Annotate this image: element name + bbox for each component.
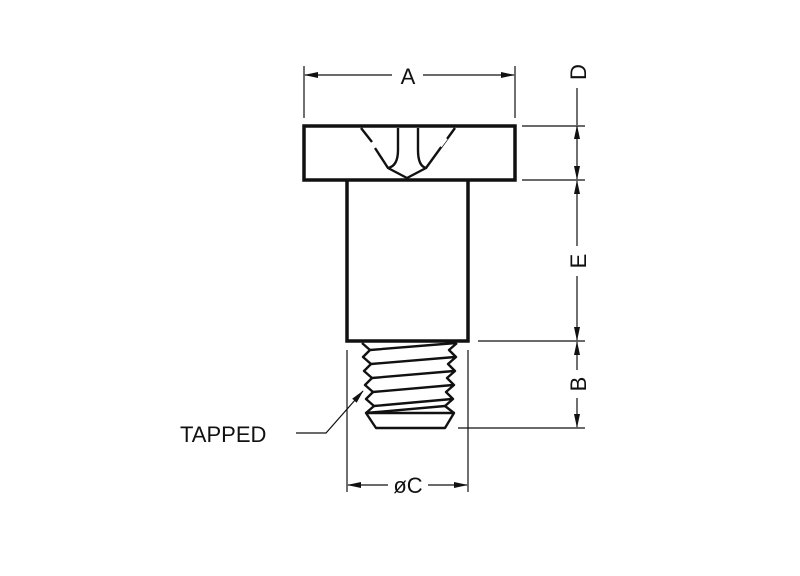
dimension-c-label: øC — [393, 473, 422, 498]
dimension-c: øC — [346, 350, 469, 498]
hex-socket — [360, 127, 456, 180]
dimension-a-label: A — [401, 64, 416, 89]
screw-head — [302, 124, 517, 182]
dimension-e-label: E — [566, 254, 591, 269]
dimension-e: E — [566, 180, 591, 341]
dimension-d: D — [566, 64, 591, 180]
screw-shoulder — [345, 180, 470, 343]
tapped-label: TAPPED — [180, 422, 266, 447]
tapped-thread — [361, 341, 458, 430]
dimension-a: A — [303, 64, 516, 118]
dimension-b-label: B — [566, 377, 591, 392]
dimension-d-label: D — [566, 64, 591, 80]
dimension-b: B — [566, 341, 591, 428]
tapped-callout: TAPPED — [180, 390, 364, 447]
